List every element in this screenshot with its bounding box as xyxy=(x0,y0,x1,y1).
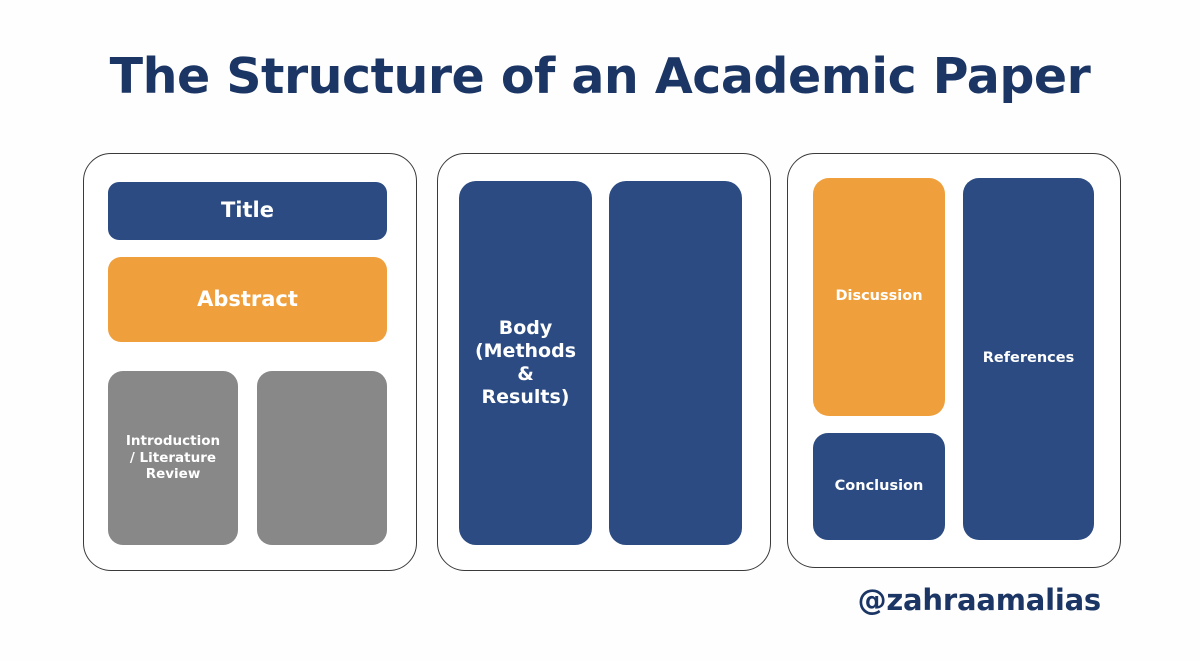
block-abstract[interactable]: Abstract xyxy=(108,257,387,342)
block-abstract-label: Abstract xyxy=(197,286,298,311)
author-handle: @zahraamalias xyxy=(857,583,1102,617)
block-title-label: Title xyxy=(220,198,274,223)
panel-front-matter: Title Abstract Introduction / Literature… xyxy=(83,153,417,571)
block-title[interactable]: Title xyxy=(108,182,387,240)
block-references-label: References xyxy=(982,350,1075,367)
block-introduction-label: Introduction / Literature Review xyxy=(125,433,221,483)
block-conclusion-label: Conclusion xyxy=(834,477,924,494)
block-conclusion[interactable]: Conclusion xyxy=(813,433,945,540)
page-title: The Structure of an Academic Paper xyxy=(109,48,1091,105)
block-blank-gray[interactable] xyxy=(257,371,387,545)
block-discussion-label: Discussion xyxy=(835,288,923,305)
block-blank-navy[interactable] xyxy=(609,181,742,545)
panel-back-matter: Discussion Conclusion References xyxy=(787,153,1121,568)
block-introduction-literature-review[interactable]: Introduction / Literature Review xyxy=(108,371,238,545)
block-discussion[interactable]: Discussion xyxy=(813,178,945,416)
panel-body: Body (Methods & Results) xyxy=(437,153,771,571)
block-references[interactable]: References xyxy=(963,178,1094,540)
block-body-methods-results[interactable]: Body (Methods & Results) xyxy=(459,181,592,545)
block-body-label: Body (Methods & Results) xyxy=(474,316,577,409)
